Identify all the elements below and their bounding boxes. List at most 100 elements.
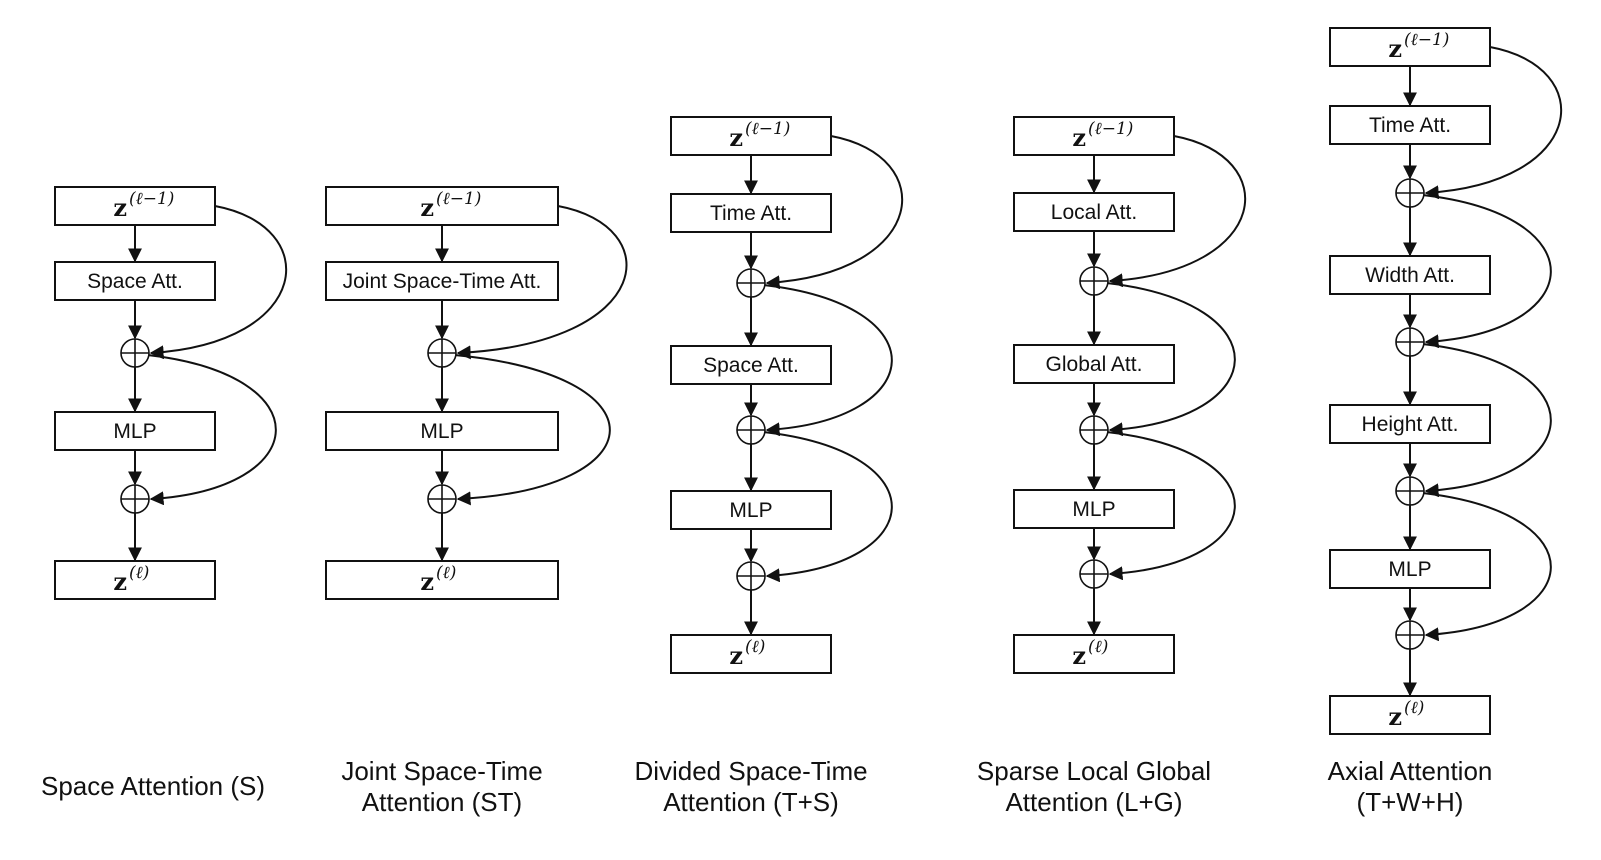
operation-label: Time Att. bbox=[710, 202, 792, 225]
operation-label: Joint Space-Time Att. bbox=[343, 270, 542, 293]
operation-label: MLP bbox=[729, 499, 772, 522]
add-node-icon bbox=[427, 338, 457, 368]
variant-caption: Attention (L+G) bbox=[1005, 787, 1182, 817]
variant-axial-attention: z(ℓ−1)Time Att.Width Att.Height Att.MLPz… bbox=[1328, 27, 1563, 817]
operation-box: Local Att. bbox=[1013, 192, 1175, 232]
skip-connection-arrow bbox=[763, 284, 893, 437]
input-token-box: z(ℓ−1) bbox=[1329, 27, 1491, 67]
skip-connection-arrow bbox=[765, 135, 904, 290]
skip-connection-arrow bbox=[763, 431, 893, 583]
input-token-box: z(ℓ−1) bbox=[1013, 116, 1175, 156]
z-symbol: z bbox=[1388, 702, 1402, 731]
variant-sparse-local-global-attention: z(ℓ−1)Local Att.Global Att.MLPz(ℓ)Sparse… bbox=[977, 116, 1247, 817]
output-token-box: z(ℓ) bbox=[325, 560, 559, 600]
operation-label: Width Att. bbox=[1365, 264, 1455, 287]
operation-label: Space Att. bbox=[87, 270, 183, 293]
skip-connection-arrow bbox=[1422, 343, 1552, 498]
z-superscript: (ℓ) bbox=[1404, 698, 1424, 718]
input-token-box: z(ℓ−1) bbox=[670, 116, 832, 156]
variant-caption: Attention (T+S) bbox=[663, 787, 839, 817]
operation-box: MLP bbox=[1329, 549, 1491, 589]
operation-box: Global Att. bbox=[1013, 344, 1175, 384]
skip-connection-arrow bbox=[454, 354, 611, 506]
variant-caption: Attention (ST) bbox=[362, 787, 522, 817]
z-superscript: (ℓ−1) bbox=[1404, 30, 1449, 50]
operation-label: MLP bbox=[1072, 498, 1115, 521]
variant-caption: Space Attention (S) bbox=[41, 771, 265, 801]
z-superscript: (ℓ) bbox=[745, 637, 765, 657]
skip-connection-arrow bbox=[1106, 431, 1236, 581]
operation-box: Time Att. bbox=[670, 193, 832, 233]
operation-box: Space Att. bbox=[670, 345, 832, 385]
z-superscript: (ℓ) bbox=[129, 563, 149, 583]
operation-label: Time Att. bbox=[1369, 114, 1451, 137]
variant-caption: Axial Attention bbox=[1328, 756, 1493, 786]
input-token-box: z(ℓ−1) bbox=[54, 186, 216, 226]
z-symbol: z bbox=[420, 567, 434, 596]
z-superscript: (ℓ−1) bbox=[745, 119, 790, 139]
operation-box: Joint Space-Time Att. bbox=[325, 261, 559, 301]
operation-label: Height Att. bbox=[1362, 413, 1459, 436]
skip-connection-arrow bbox=[1422, 492, 1552, 642]
skip-connection-arrow bbox=[1108, 135, 1247, 288]
add-node-icon bbox=[1395, 327, 1425, 357]
z-symbol: z bbox=[729, 641, 743, 670]
skip-connection-arrow bbox=[1422, 194, 1552, 349]
skip-connection-arrow bbox=[456, 205, 628, 360]
operation-box: Width Att. bbox=[1329, 255, 1491, 295]
variant-caption: Joint Space-Time bbox=[341, 756, 542, 786]
z-symbol: z bbox=[113, 193, 127, 222]
add-node-icon bbox=[120, 484, 150, 514]
add-node-icon bbox=[1395, 620, 1425, 650]
operation-label: Local Att. bbox=[1051, 201, 1137, 224]
z-symbol: z bbox=[1072, 123, 1086, 152]
operation-label: Space Att. bbox=[703, 354, 799, 377]
output-token-box: z(ℓ) bbox=[670, 634, 832, 674]
add-node-icon bbox=[1079, 559, 1109, 589]
variant-joint-space-time-attention: z(ℓ−1)Joint Space-Time Att.MLPz(ℓ)Joint … bbox=[325, 186, 628, 817]
add-node-icon bbox=[1395, 178, 1425, 208]
operation-box: MLP bbox=[54, 411, 216, 451]
z-symbol: z bbox=[420, 193, 434, 222]
operation-box: Height Att. bbox=[1329, 404, 1491, 444]
operation-box: Space Att. bbox=[54, 261, 216, 301]
add-node-icon bbox=[427, 484, 457, 514]
skip-connection-arrow bbox=[1106, 282, 1236, 437]
operation-box: Time Att. bbox=[1329, 105, 1491, 145]
variant-caption: (T+W+H) bbox=[1357, 787, 1464, 817]
skip-connection-arrow bbox=[1424, 46, 1563, 200]
operation-label: MLP bbox=[420, 420, 463, 443]
output-token-box: z(ℓ) bbox=[1013, 634, 1175, 674]
operation-label: MLP bbox=[1388, 558, 1431, 581]
add-node-icon bbox=[736, 268, 766, 298]
skip-connection-arrow bbox=[149, 205, 288, 360]
add-node-icon bbox=[736, 561, 766, 591]
add-node-icon bbox=[120, 338, 150, 368]
input-token-box: z(ℓ−1) bbox=[325, 186, 559, 226]
z-symbol: z bbox=[113, 567, 127, 596]
variant-divided-space-time-attention: z(ℓ−1)Time Att.Space Att.MLPz(ℓ)Divided … bbox=[634, 116, 904, 817]
z-superscript: (ℓ−1) bbox=[1088, 119, 1133, 139]
add-node-icon bbox=[1079, 266, 1109, 296]
z-symbol: z bbox=[1072, 641, 1086, 670]
operation-box: MLP bbox=[1013, 489, 1175, 529]
operation-label: MLP bbox=[113, 420, 156, 443]
skip-connection-arrow bbox=[147, 354, 277, 506]
output-token-box: z(ℓ) bbox=[54, 560, 216, 600]
z-symbol: z bbox=[1388, 34, 1402, 63]
z-superscript: (ℓ−1) bbox=[129, 189, 174, 209]
output-token-box: z(ℓ) bbox=[1329, 695, 1491, 735]
add-node-icon bbox=[1079, 415, 1109, 445]
variant-caption: Sparse Local Global bbox=[977, 756, 1211, 786]
variant-caption: Divided Space-Time bbox=[634, 756, 867, 786]
operation-box: MLP bbox=[325, 411, 559, 451]
z-symbol: z bbox=[729, 123, 743, 152]
add-node-icon bbox=[736, 415, 766, 445]
add-node-icon bbox=[1395, 476, 1425, 506]
z-superscript: (ℓ) bbox=[1088, 637, 1108, 657]
operation-label: Global Att. bbox=[1046, 353, 1143, 376]
z-superscript: (ℓ−1) bbox=[436, 189, 481, 209]
operation-box: MLP bbox=[670, 490, 832, 530]
